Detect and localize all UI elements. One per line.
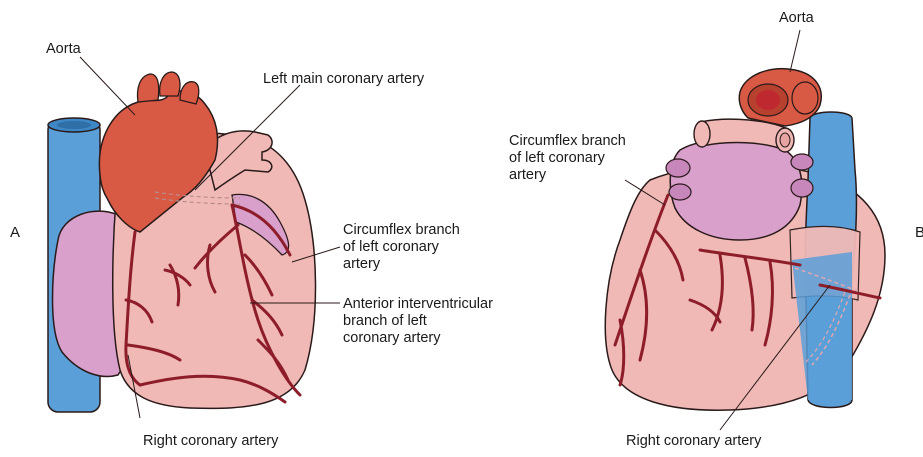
- label-circumflex-b: Circumflex branch of left coronary arter…: [509, 133, 626, 184]
- label-right-coronary-b: Right coronary artery: [626, 433, 761, 450]
- label-left-main-coronary-a: Left main coronary artery: [263, 71, 424, 88]
- label-anterior-interventricular-a: Anterior interventricular branch of left…: [343, 296, 493, 347]
- figure-b-heart: [605, 69, 885, 411]
- figure-a-heart: [48, 72, 316, 412]
- panel-letter-b: B: [915, 224, 923, 241]
- label-aorta-a: Aorta: [46, 41, 81, 58]
- panel-letter-a: A: [10, 224, 20, 241]
- label-circumflex-a: Circumflex branch of left coronary arter…: [343, 222, 460, 273]
- label-aorta-b: Aorta: [779, 10, 814, 27]
- label-right-coronary-a: Right coronary artery: [143, 433, 278, 450]
